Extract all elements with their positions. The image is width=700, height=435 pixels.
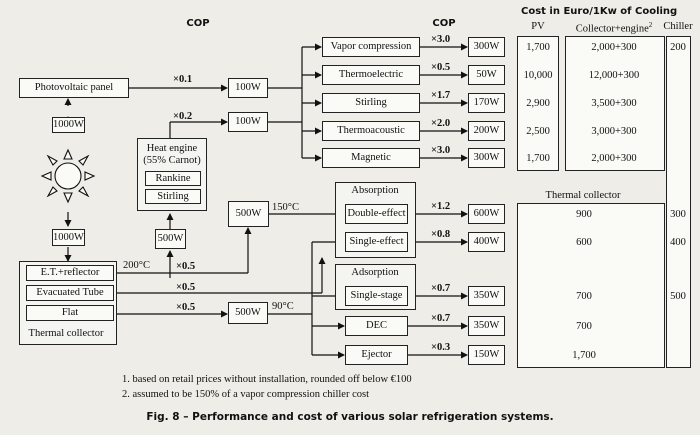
single-effect-multiplier: ×0.8 — [431, 229, 451, 240]
thermoacoustic-pv-cost: 2,500 — [526, 126, 550, 137]
dec-collector-cost: 700 — [576, 321, 592, 332]
engine-electric-output-box: 100W — [228, 112, 268, 132]
pv-multiplier: ×0.1 — [173, 74, 193, 85]
stirling-pv-cost: 2,900 — [526, 98, 550, 109]
absorption-label: Absorption — [351, 185, 399, 196]
dec-multiplier: ×0.7 — [431, 313, 451, 324]
ejector-collector-cost: 1,700 — [572, 350, 596, 361]
vapor-compression-box: Vapor compression — [322, 37, 420, 57]
pv-electric-output-box: 100W — [228, 78, 268, 98]
vapor-pv-cost: 1,700 — [526, 42, 550, 53]
thermal-collector-label: Thermal collector — [28, 328, 104, 339]
single-effect-output-box: 400W — [468, 232, 505, 252]
collector-engine-header: Collector+engine2 — [575, 21, 653, 35]
double-effect-box: Double-effect — [345, 204, 408, 224]
thermoacoustic-output-box: 200W — [468, 121, 505, 141]
engine-multiplier: ×0.2 — [173, 111, 193, 122]
adsorption-chiller-cost: 500 — [670, 291, 686, 302]
chiller-header: Chiller — [663, 21, 693, 32]
single-stage-box: Single-stage — [345, 286, 408, 306]
ejector-box: Ejector — [345, 345, 408, 365]
et-multiplier: ×0.5 — [176, 261, 196, 272]
solar-power-box: 1000W — [52, 229, 85, 246]
thermoacoustic-collector-cost: 3,000+300 — [591, 126, 637, 137]
pv-power-box: 1000W — [52, 117, 85, 133]
magnetic-pv-cost: 1,700 — [526, 153, 550, 164]
photovoltaic-panel-box: Photovoltaic panel — [19, 78, 129, 98]
magnetic-box: Magnetic — [322, 148, 420, 168]
heat-engine-title: Heat engine — [146, 143, 198, 154]
ejector-multiplier: ×0.3 — [431, 342, 451, 353]
thermoelectric-box: Thermoelectric — [322, 65, 420, 85]
thermoacoustic-multiplier: ×2.0 — [431, 118, 451, 129]
adsorption-label: Adsorption — [351, 267, 399, 278]
vapor-output-box: 300W — [468, 37, 505, 57]
evacuated-multiplier: ×0.5 — [176, 282, 196, 293]
thermoacoustic-box: Thermoacoustic — [322, 121, 420, 141]
sun-icon — [40, 148, 96, 204]
single-stage-output-box: 350W — [468, 286, 505, 306]
pv-cost-column — [517, 36, 559, 171]
cop-right-header: COP — [432, 18, 456, 29]
cost-header: Cost in Euro/1Kw of Cooling — [521, 6, 678, 17]
flat-temperature: 90°C — [272, 301, 294, 312]
thermoelectric-pv-cost: 10,000 — [523, 70, 553, 81]
single-effect-chiller-cost: 400 — [670, 237, 686, 248]
high-temp-heat-box: 500W — [228, 201, 269, 227]
double-effect-collector-cost: 900 — [576, 209, 592, 220]
vapor-chiller-cost: 200 — [670, 42, 686, 53]
heat-engine-input-box: 500W — [155, 229, 186, 249]
flat-multiplier: ×0.5 — [176, 302, 196, 313]
single-stage-collector-cost: 700 — [576, 291, 592, 302]
cop-left-header: COP — [186, 18, 210, 29]
stirling-output-box: 170W — [468, 93, 505, 113]
et-temperature: 200°C — [123, 260, 150, 271]
vapor-collector-cost: 2,000+300 — [591, 42, 637, 53]
high-temperature: 150°C — [272, 202, 299, 213]
magnetic-output-box: 300W — [468, 148, 505, 168]
stirling-chiller-box: Stirling — [322, 93, 420, 113]
flat-collector-box: Flat — [26, 305, 114, 321]
vapor-multiplier: ×3.0 — [431, 34, 451, 45]
heat-engine-carnot: (55% Carnot) — [143, 154, 201, 166]
evacuated-tube-box: Evacuated Tube — [26, 285, 114, 301]
pv-header: PV — [531, 21, 545, 32]
double-effect-output-box: 600W — [468, 204, 505, 224]
thermoelectric-collector-cost: 12,000+300 — [588, 70, 640, 81]
magnetic-multiplier: ×3.0 — [431, 145, 451, 156]
low-temp-heat-box: 500W — [228, 302, 268, 324]
footnote-1: 1. based on retail prices without instal… — [122, 374, 412, 385]
chiller-cost-column — [666, 36, 691, 368]
thermoelectric-multiplier: ×0.5 — [431, 62, 451, 73]
rankine-box: Rankine — [145, 171, 201, 186]
footnote-2: 2. assumed to be 150% of a vapor compres… — [122, 389, 369, 400]
stirling-collector-cost: 3,500+300 — [591, 98, 637, 109]
ejector-output-box: 150W — [468, 345, 505, 365]
dec-output-box: 350W — [468, 316, 505, 336]
dec-box: DEC — [345, 316, 408, 336]
thermal-collector-header: Thermal collector — [545, 190, 621, 201]
single-effect-collector-cost: 600 — [576, 237, 592, 248]
collector-engine-cost-column — [565, 36, 665, 171]
thermal-collector-cost-column — [517, 203, 665, 368]
et-reflector-box: E.T.+reflector — [26, 265, 114, 281]
stirling-engine-box: Stirling — [145, 189, 201, 204]
thermoelectric-output-box: 50W — [468, 65, 505, 85]
double-effect-chiller-cost: 300 — [670, 209, 686, 220]
single-effect-box: Single-effect — [345, 232, 408, 252]
single-stage-multiplier: ×0.7 — [431, 283, 451, 294]
double-effect-multiplier: ×1.2 — [431, 201, 451, 212]
magnetic-collector-cost: 2,000+300 — [591, 153, 637, 164]
stirling-multiplier: ×1.7 — [431, 90, 451, 101]
figure-caption: Fig. 8 – Performance and cost of various… — [146, 411, 554, 423]
